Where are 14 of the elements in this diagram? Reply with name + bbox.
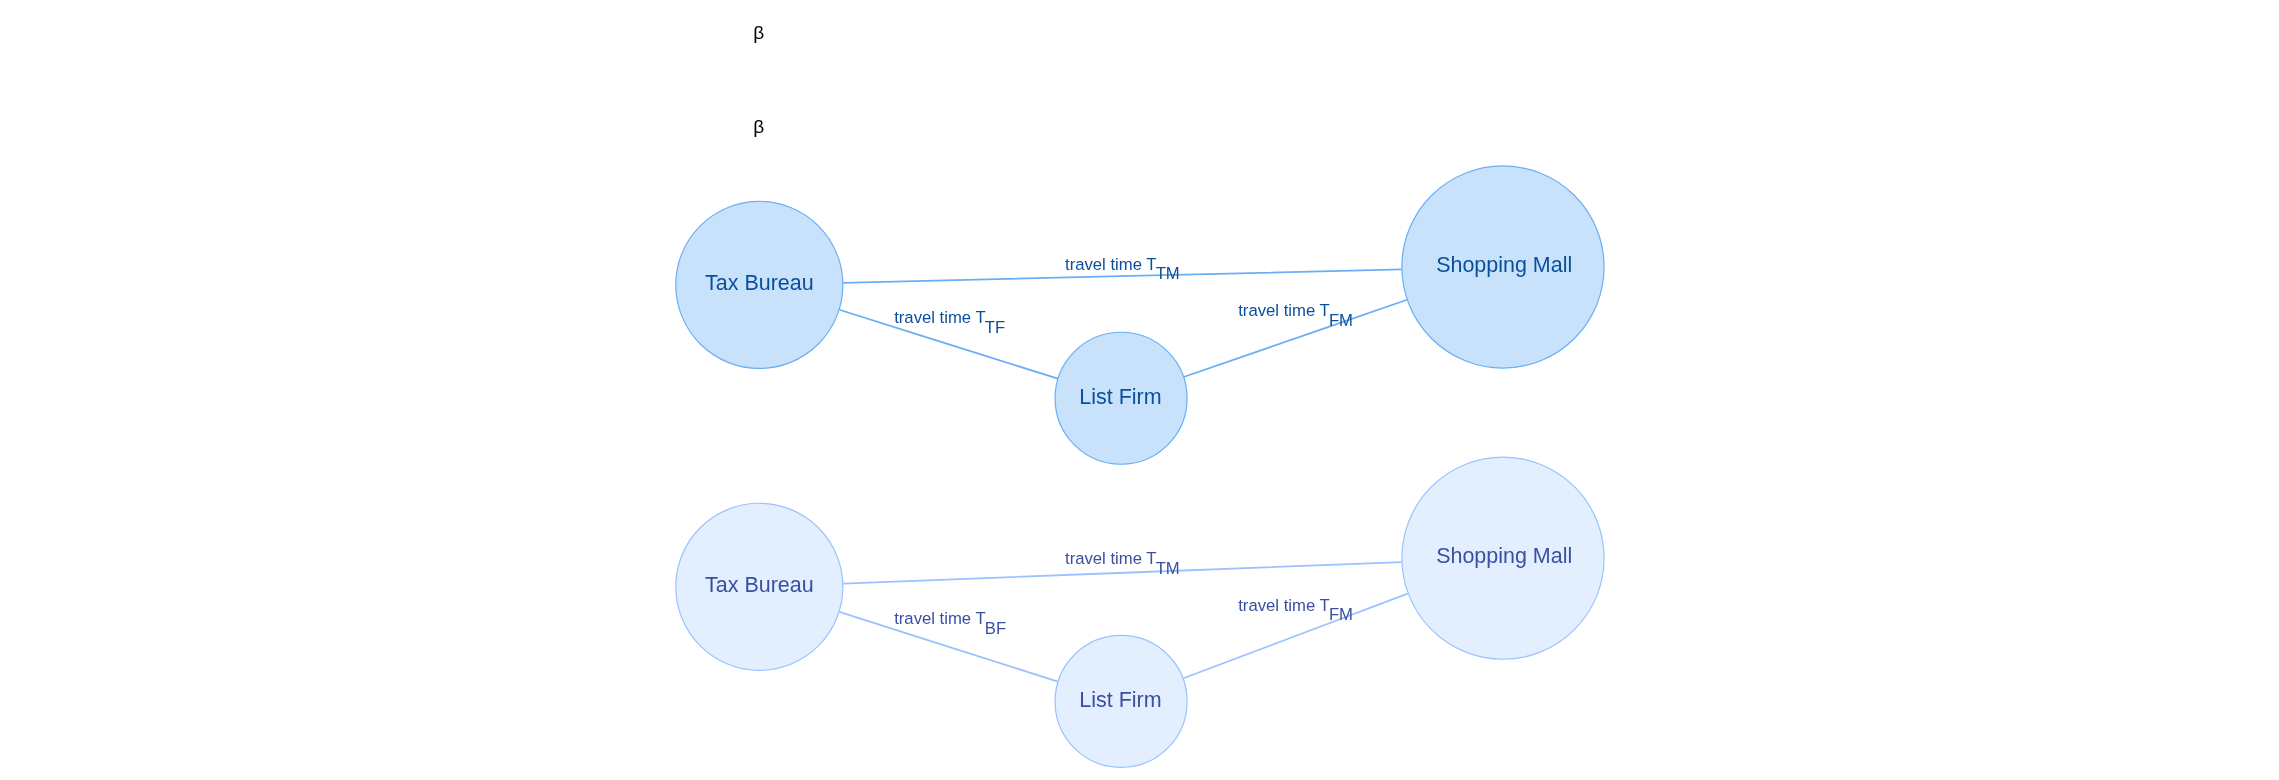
node-circle: Tax Bureau: [674, 502, 843, 671]
connector: [1182, 298, 1408, 378]
node-circle: List Firm: [1054, 331, 1188, 465]
label: β: [752, 21, 764, 43]
connector: [837, 611, 1059, 683]
node-circle: Shopping Mall: [1400, 165, 1605, 369]
node-circle: Shopping Mall: [1400, 456, 1605, 660]
label: β: [752, 116, 764, 138]
connector: [837, 308, 1059, 380]
node-circle: Tax Bureau: [674, 200, 843, 370]
node-circle: List Firm: [1054, 634, 1188, 768]
connector: [1181, 592, 1409, 680]
connector: [841, 561, 1403, 585]
connector: [841, 268, 1403, 284]
